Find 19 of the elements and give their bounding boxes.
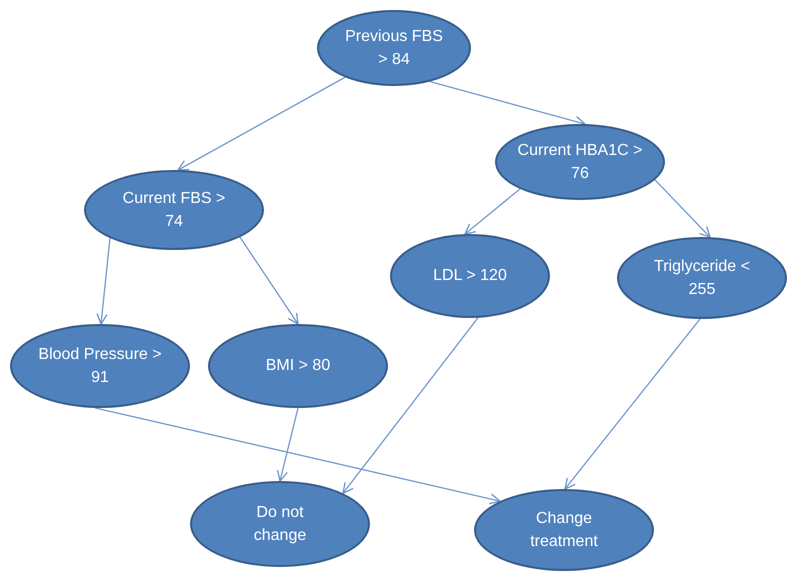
node-label: Do not change (252, 502, 308, 546)
node-label: Change treatment (529, 508, 599, 552)
arrow (342, 317, 478, 494)
node-label: LDL > 120 (433, 266, 507, 286)
arrow (276, 408, 299, 482)
node-label: Current HBA1C > 76 (516, 140, 644, 184)
node-label: Current FBS > 74 (122, 188, 226, 232)
arrow (96, 238, 111, 325)
node-label: Previous FBS > 84 (344, 26, 444, 70)
arrow (94, 407, 501, 504)
node-label: Blood Pressure > 91 (37, 344, 163, 388)
arrow (177, 76, 346, 171)
arrow (430, 81, 586, 127)
node-label: Triglyceride < 255 (653, 256, 751, 300)
node-label: BMI > 80 (266, 356, 330, 376)
arrow (464, 188, 520, 235)
arrow (564, 318, 700, 490)
arrow (654, 179, 711, 238)
arrow (240, 236, 299, 325)
